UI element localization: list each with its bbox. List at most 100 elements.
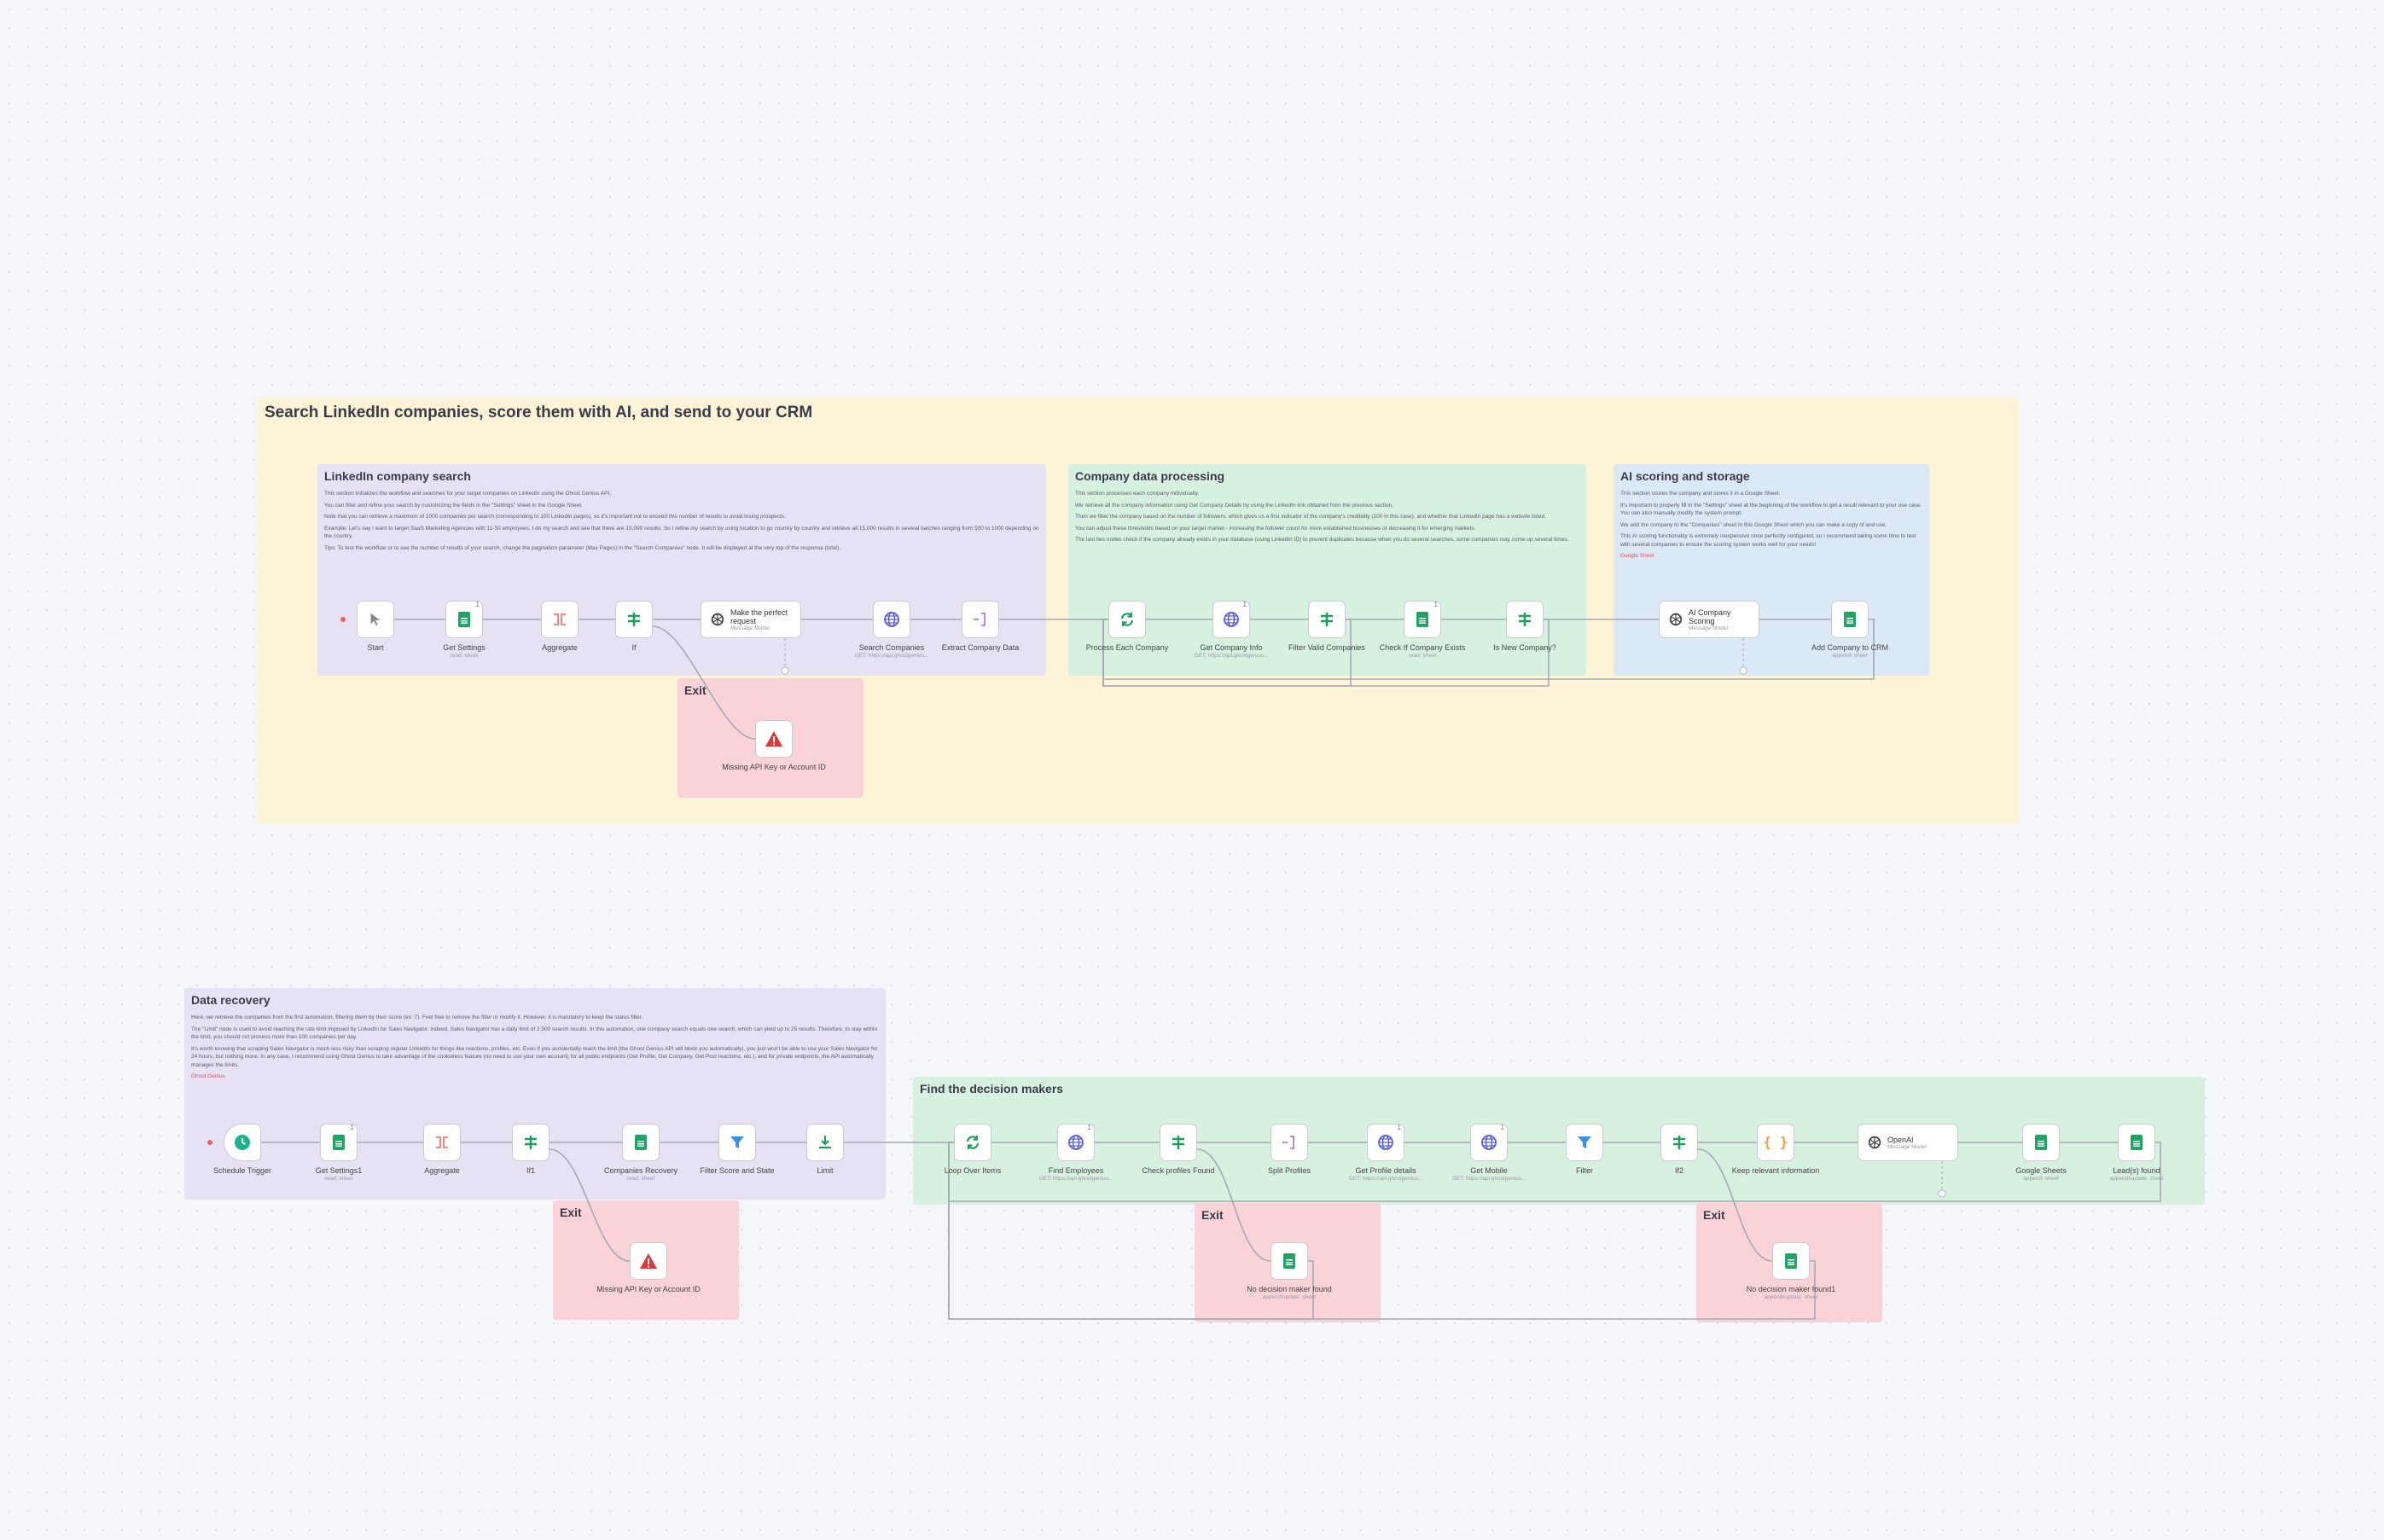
node-subtitle: append: sheet [2023,1176,2059,1182]
node-filter-valid[interactable] [1308,601,1346,638]
node-label: Process Each Company [1085,643,1169,652]
node-start[interactable] [357,601,394,638]
node-badge: 1 [350,1124,354,1131]
node-if1[interactable] [512,1124,549,1161]
node-extract-company[interactable] [962,601,999,638]
node-leads-found[interactable] [2118,1124,2155,1161]
node-limit[interactable] [806,1124,844,1161]
http-globe-icon [1223,611,1240,628]
node-label: If1 [526,1166,535,1175]
node-find-employees[interactable]: 1 [1057,1124,1095,1161]
split-out-icon [972,611,989,628]
node-google-sheets[interactable] [2022,1124,2060,1161]
node-schedule[interactable] [224,1124,261,1161]
node-subtitle: append/update: sheet [1262,1294,1317,1300]
http-globe-icon [1480,1134,1497,1151]
node-subtitle: read: sheet [450,653,479,659]
node-missing-api-top[interactable] [755,720,793,758]
node-badge: 1 [475,601,480,608]
clock-icon [233,1133,252,1152]
node-aggregate[interactable] [541,601,579,638]
node-label: Check profiles Found [1142,1166,1215,1175]
google-sheets-icon [1283,1253,1295,1269]
node-search-companies[interactable] [873,601,910,638]
node-get-settings2[interactable]: 1 [320,1124,358,1161]
node-aggregate2[interactable] [423,1124,461,1161]
node-subtitle: Message Model [1887,1143,1927,1150]
node-check-exists[interactable]: 1 [1404,601,1441,638]
node-companies-recovery[interactable] [622,1124,660,1161]
node-badge: 1 [1397,1124,1401,1131]
trigger-indicator [207,1140,212,1145]
node-if2[interactable] [1660,1124,1698,1161]
node-keep-relevant[interactable]: { } [1757,1124,1794,1161]
node-get-profile[interactable]: 1 [1367,1124,1404,1161]
node-filter[interactable] [1566,1124,1603,1161]
trigger-indicator [340,617,346,622]
node-label: Is New Company? [1493,643,1556,652]
node-is-new[interactable] [1506,601,1544,638]
sticky-title: Exit [1201,1208,1224,1222]
node-no-dm-found[interactable] [1270,1242,1308,1280]
node-loop-over[interactable] [954,1124,991,1161]
node-label: Filter Valid Companies [1288,643,1365,652]
node-filter-score[interactable] [718,1124,756,1161]
node-split-profiles[interactable] [1270,1124,1308,1161]
sticky-title: Exit [560,1206,582,1219]
node-add-to-crm[interactable] [1831,601,1869,638]
split-out-icon [1281,1134,1298,1151]
warning-icon [765,729,783,748]
node-label: Split Profiles [1267,1166,1311,1175]
sticky-title: Find the decision makers [920,1082,1064,1095]
node-label: OpenAI [1887,1135,1914,1144]
google-sheets-icon [1844,612,1856,627]
node-check-profiles[interactable] [1160,1124,1197,1161]
sticky-body: This section scores the company and stor… [1620,491,1922,559]
node-label: Make the perfect request [730,607,788,625]
sticky-decision-makers[interactable]: Find the decision makers [913,1077,2205,1205]
http-globe-icon [883,611,900,628]
sticky-link[interactable]: Ghost Genius [191,1073,225,1079]
node-no-dm-found2[interactable] [1772,1242,1810,1280]
node-get-settings[interactable]: 1 [445,601,483,638]
node-label: Filter Score and State [700,1166,775,1175]
sticky-title: Exit [684,683,706,697]
node-label: Keep relevant information [1731,1166,1820,1175]
google-sheets-icon [333,1135,345,1150]
funnel-icon [1576,1134,1593,1151]
warning-icon [639,1252,658,1270]
google-sheets-icon [1416,612,1428,627]
node-subtitle: GET: https://api.ghostgenius... [1038,1176,1114,1182]
node-subtitle: append/update: sheet [1764,1294,1818,1300]
google-sheets-icon [635,1135,647,1150]
node-badge: 1 [1242,601,1247,608]
sticky-body: Here, we retrieve the companies from the… [191,1014,878,1079]
node-process-each[interactable] [1108,601,1146,638]
sticky-link[interactable]: Google Sheet [1620,553,1654,559]
node-subtitle: read: sheet [626,1176,655,1182]
node-missing-api-bottom[interactable] [630,1242,667,1280]
node-get-company-info[interactable]: 1 [1212,601,1250,638]
node-subtitle: Message Model [1689,625,1728,631]
node-label: Start [367,643,384,652]
filter-branch-icon [1318,611,1335,628]
node-if[interactable] [615,601,653,638]
node-subtitle: GET: https://api.ghostgenius... [854,653,929,659]
node-get-mobile[interactable]: 1 [1470,1124,1508,1161]
node-label: Loop Over Items [944,1166,1002,1175]
sticky-data-recovery[interactable]: Data recovery Here, we retrieve the comp… [184,988,886,1200]
node-label: If [631,643,637,652]
node-badge: 1 [1087,1124,1091,1131]
funnel-icon [729,1134,746,1151]
